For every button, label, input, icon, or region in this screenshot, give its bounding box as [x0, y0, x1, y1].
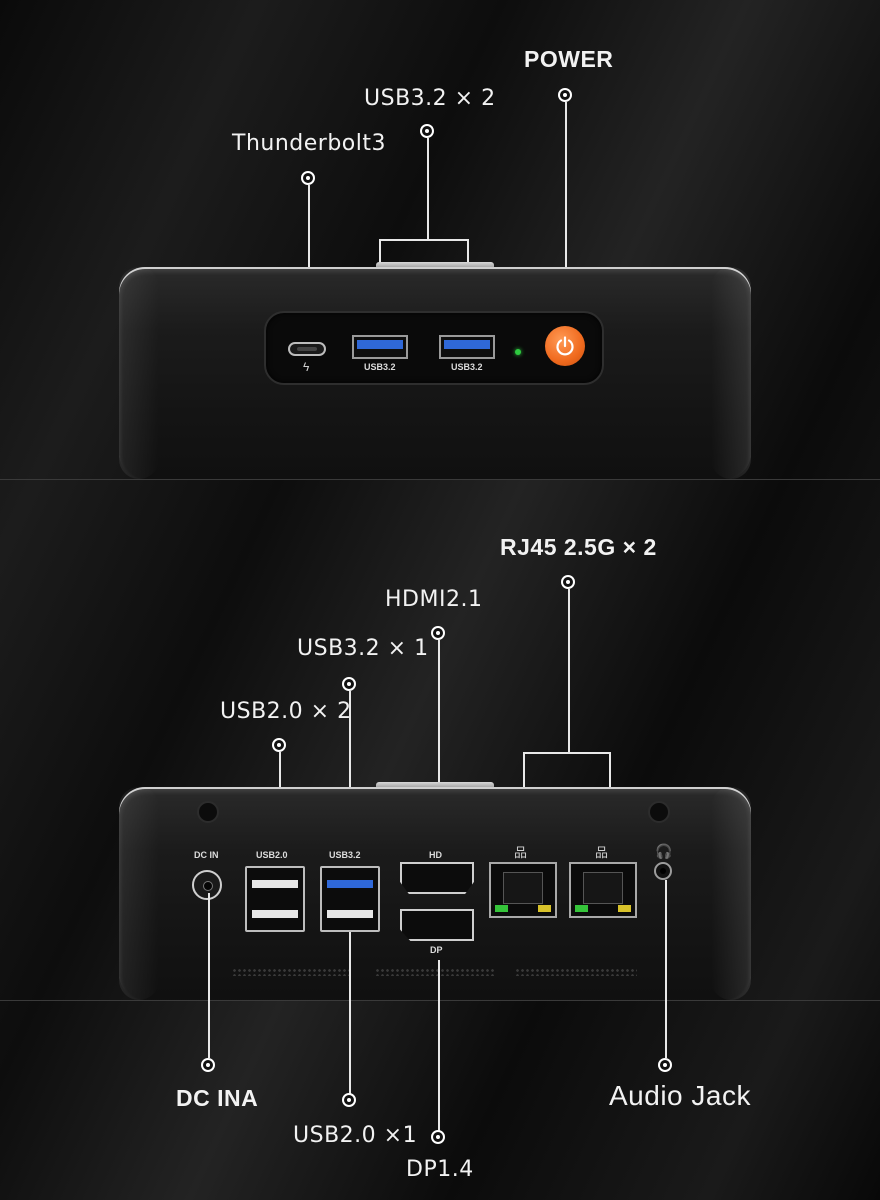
- vent-left: [232, 968, 352, 976]
- leader-line-hdmi: [438, 640, 440, 848]
- rj45-link-led-2: [575, 905, 588, 912]
- dc-in-port-label: DC IN: [194, 850, 219, 860]
- leader-dot-dc-in: [201, 1058, 215, 1072]
- leader-bracket-rj45: [523, 752, 611, 754]
- usb32-usb20-port-stack: [320, 866, 380, 932]
- rj45-port-2: [569, 862, 637, 918]
- floor-line-rear: [0, 1000, 880, 1001]
- screw-right: [648, 801, 670, 823]
- screw-left: [197, 801, 219, 823]
- leader-line-usb32-x1: [349, 691, 351, 845]
- usb20-port-lower-insert: [252, 910, 298, 918]
- vent-right: [515, 968, 637, 976]
- callout-hdmi: HDMI2.1: [385, 587, 483, 612]
- dp-port-label: DP: [430, 945, 443, 955]
- usb32-port-right: [439, 335, 495, 359]
- callout-power: POWER: [524, 46, 614, 72]
- thunderbolt-icon: ϟ: [303, 360, 310, 374]
- leader-dot-rj45: [561, 575, 575, 589]
- callout-thunderbolt3: Thunderbolt3: [232, 131, 386, 156]
- usb20-port-insert: [327, 910, 373, 918]
- device-top-tab-rear: [376, 782, 494, 790]
- leader-dot-audio: [658, 1058, 672, 1072]
- audio-jack-port: [654, 862, 672, 880]
- usb32-port-insert: [327, 880, 373, 888]
- leader-line-usb32-x2: [427, 138, 429, 240]
- callout-dp: DP1.4: [406, 1157, 474, 1182]
- floor-line-front: [0, 479, 880, 480]
- headphone-icon: 🎧: [655, 843, 673, 859]
- leader-dot-usb20-x1: [342, 1093, 356, 1107]
- network-icon: 品: [595, 845, 609, 860]
- callout-usb20-x2: USB2.0 × 2: [220, 699, 352, 724]
- rj45-link-led-1: [495, 905, 508, 912]
- leader-dot-hdmi: [431, 626, 445, 640]
- usb20-port-stack: [245, 866, 305, 932]
- callout-rj45: RJ45 2.5G × 2: [500, 534, 657, 560]
- rj45-port-1: [489, 862, 557, 918]
- leader-dot-power: [558, 88, 572, 102]
- usb32-port-left: [352, 335, 408, 359]
- callout-usb20-x1: USB2.0 ×1: [293, 1123, 418, 1148]
- callout-usb32-x1: USB3.2 × 1: [297, 636, 429, 661]
- usb32-rear-port-label: USB3.2: [329, 850, 361, 860]
- leader-line-usb20-x1: [349, 932, 351, 1094]
- usb32-port-label-left: USB3.2: [364, 362, 396, 372]
- rj45-activity-led-2: [618, 905, 631, 912]
- rj45-socket-1: [503, 872, 543, 904]
- hdmi-port-label: HD: [429, 850, 442, 860]
- thunderbolt3-port: [288, 342, 326, 356]
- leader-dot-usb32-x2: [420, 124, 434, 138]
- usb20-port-label: USB2.0: [256, 850, 288, 860]
- hdmi-port: [400, 862, 474, 894]
- leader-dot-usb20-x2: [272, 738, 286, 752]
- rj45-activity-led-1: [538, 905, 551, 912]
- power-icon: [556, 336, 574, 356]
- leader-line-thunderbolt3: [308, 185, 310, 338]
- leader-line-audio: [665, 880, 667, 1058]
- device-top-tab: [376, 262, 494, 270]
- vent-center: [375, 968, 495, 976]
- leader-line-power: [565, 102, 567, 320]
- leader-line-dc-in: [208, 893, 210, 1058]
- usb32-port-label-right: USB3.2: [451, 362, 483, 372]
- dc-in-port: [192, 870, 222, 900]
- power-button: [545, 326, 585, 366]
- leader-dot-usb32-x1: [342, 677, 356, 691]
- status-led: [515, 349, 521, 355]
- leader-dot-thunderbolt3: [301, 171, 315, 185]
- callout-audio-jack: Audio Jack: [609, 1080, 751, 1111]
- leader-dot-dp: [431, 1130, 445, 1144]
- displayport-port: [400, 909, 474, 941]
- leader-bracket-usb32-x2: [379, 239, 469, 241]
- callout-dc-in: DC INA: [176, 1085, 259, 1111]
- leader-line-dp: [438, 960, 440, 1131]
- leader-line-rj45: [568, 589, 570, 753]
- rj45-socket-2: [583, 872, 623, 904]
- usb20-port-upper-insert: [252, 880, 298, 888]
- callout-usb32-x2: USB3.2 × 2: [364, 86, 496, 111]
- network-icon: 品: [514, 845, 528, 860]
